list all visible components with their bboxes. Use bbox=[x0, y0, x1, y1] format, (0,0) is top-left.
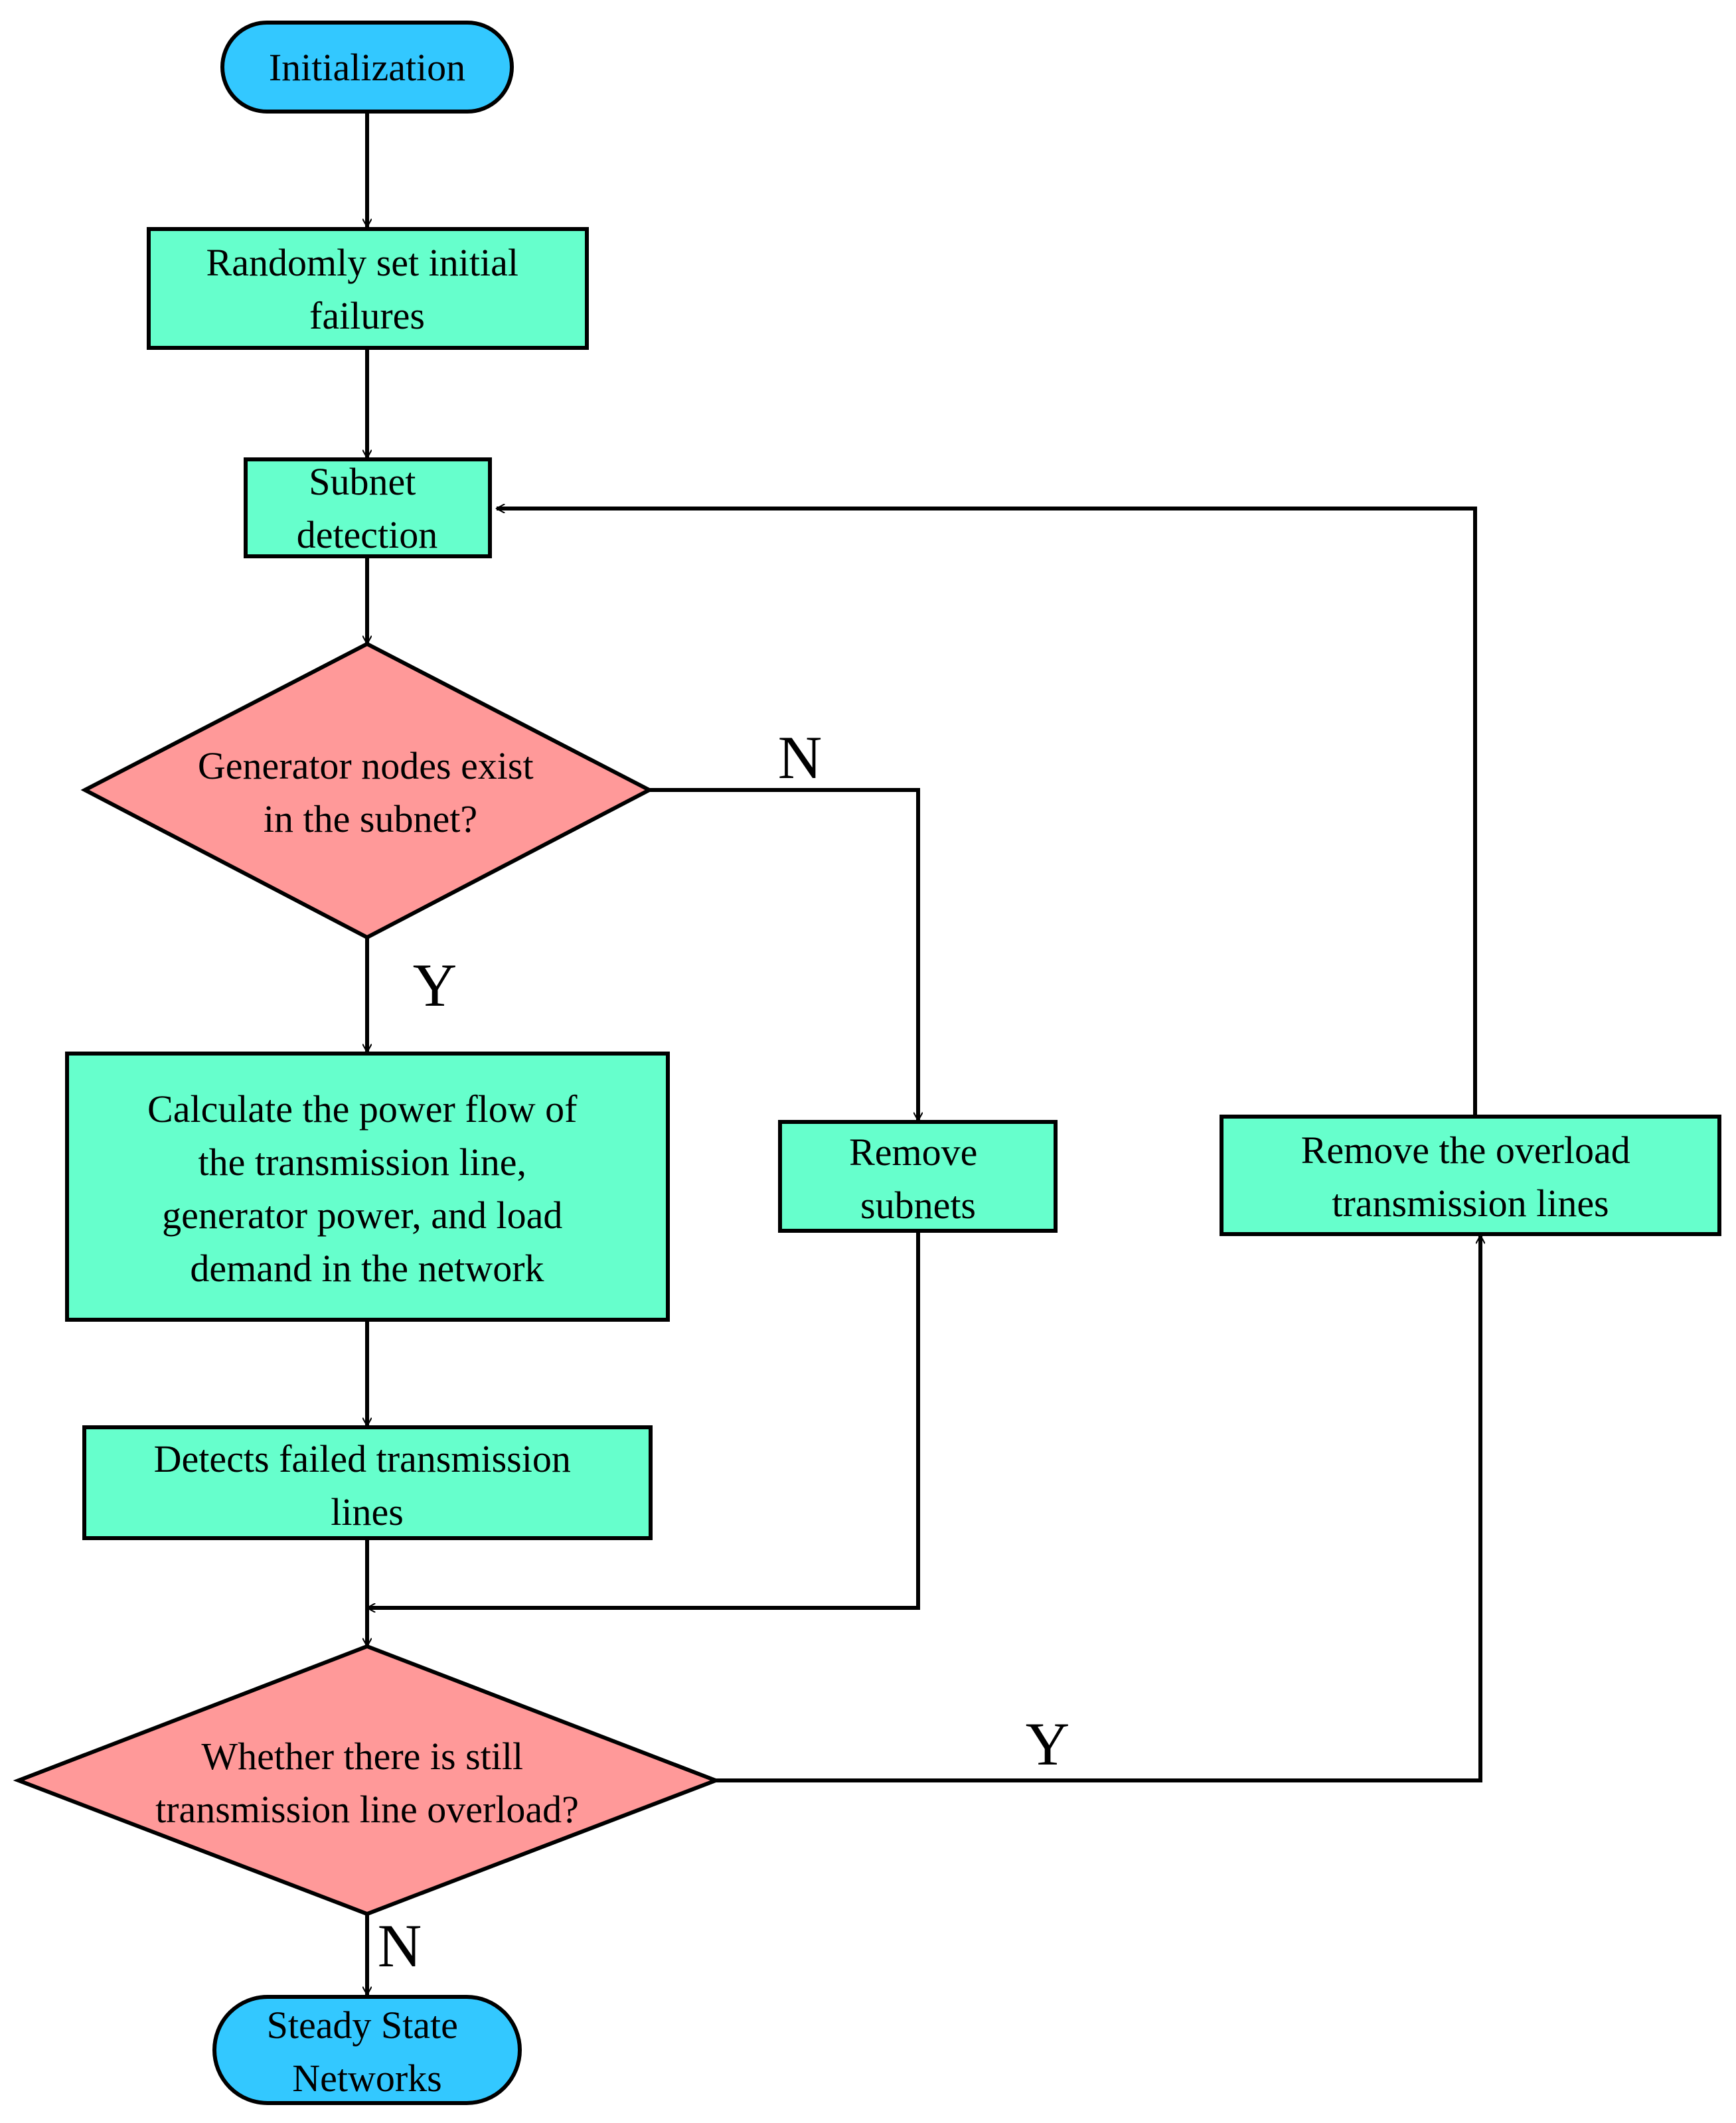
detect-failed-process: Detects failed transmission lines bbox=[82, 1425, 653, 1540]
edges bbox=[367, 112, 1480, 1995]
start-terminal-text: Initialization bbox=[269, 46, 465, 89]
detect-failed-shape bbox=[82, 1425, 653, 1540]
subnet-detection-text: Subnet detection bbox=[297, 460, 438, 556]
remove-subnets-text: Remove subnets bbox=[849, 1131, 987, 1227]
remove-overload-process: Remove the overload transmission lines bbox=[1220, 1115, 1721, 1236]
detect-failed-text: Detects failed transmission lines bbox=[154, 1437, 581, 1533]
remove-subnets-process: Remove subnets bbox=[778, 1120, 1058, 1233]
random-failures-shape bbox=[147, 227, 589, 350]
overload-check-decision: Whether there is still transmission line… bbox=[13, 1644, 722, 1917]
edge-label-generator-yes: Y bbox=[413, 951, 457, 1019]
end-terminal-text: Steady State Networks bbox=[267, 2004, 468, 2100]
edge-label-overload-yes: Y bbox=[1026, 1710, 1069, 1778]
edge-overload-yes-to-remove-overload bbox=[716, 1235, 1480, 1782]
edge-remove-subnets-to-merge bbox=[367, 1231, 920, 1608]
power-flow-process: Calculate the power flow of the transmis… bbox=[65, 1052, 670, 1322]
generator-check-text: Generator nodes exist in the subnet? bbox=[198, 744, 543, 840]
remove-overload-text: Remove the overload transmission lines bbox=[1301, 1129, 1640, 1225]
random-failures-process: Randomly set initial failures bbox=[147, 227, 589, 350]
end-terminal: Steady State Networks bbox=[212, 1995, 522, 2105]
subnet-detection-shape bbox=[244, 457, 492, 558]
power-flow-shape bbox=[65, 1052, 670, 1322]
remove-overload-shape bbox=[1220, 1115, 1721, 1236]
overload-check-text: Whether there is still transmission line… bbox=[155, 1735, 579, 1831]
generator-check-shape bbox=[80, 641, 654, 940]
generator-check-decision: Generator nodes exist in the subnet? bbox=[80, 641, 654, 940]
power-flow-text: Calculate the power flow of the transmis… bbox=[147, 1087, 587, 1290]
start-terminal: Initialization bbox=[220, 21, 514, 114]
edge-label-overload-no: N bbox=[378, 1912, 422, 1980]
end-terminal-shape bbox=[212, 1995, 522, 2105]
start-terminal-shape bbox=[220, 21, 514, 114]
random-failures-text: Randomly set initial failures bbox=[206, 241, 528, 337]
remove-subnets-shape bbox=[778, 1120, 1058, 1233]
subnet-detection-process: Subnet detection bbox=[244, 457, 492, 558]
edge-generator-no-to-remove-subnets bbox=[649, 788, 918, 1121]
overload-check-shape bbox=[13, 1644, 722, 1917]
edge-label-generator-no: N bbox=[778, 724, 822, 791]
edge-remove-overload-to-subnet bbox=[497, 509, 1477, 1115]
